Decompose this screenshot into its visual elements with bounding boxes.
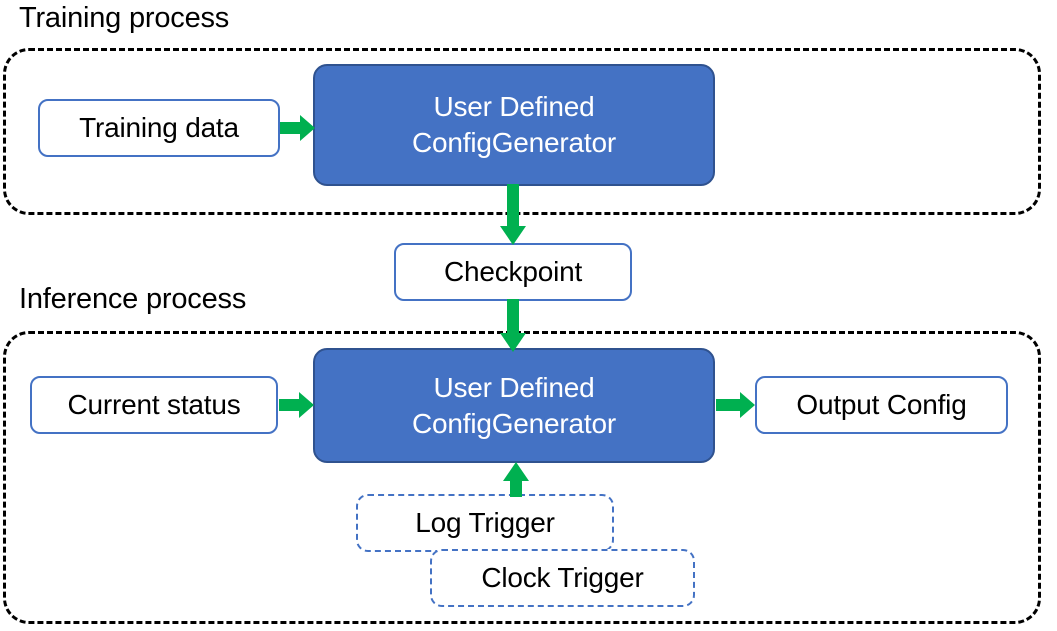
- arrow-generator-to-checkpoint-icon: [497, 184, 529, 246]
- training-config-generator-box[interactable]: User Defined ConfigGenerator: [313, 64, 715, 186]
- checkpoint-box[interactable]: Checkpoint: [394, 243, 632, 301]
- log-trigger-box[interactable]: Log Trigger: [356, 494, 614, 552]
- generator-label-line1: User Defined: [433, 371, 595, 403]
- arrow-training-data-to-generator-icon: [280, 112, 316, 144]
- current-status-box[interactable]: Current status: [30, 376, 278, 434]
- arrow-checkpoint-to-inference-generator-icon: [497, 299, 529, 353]
- inference-process-container: [3, 331, 1041, 624]
- training-data-box[interactable]: Training data: [38, 99, 280, 157]
- generator-label-line1: User Defined: [433, 91, 595, 123]
- inference-config-generator-box[interactable]: User Defined ConfigGenerator: [313, 348, 715, 463]
- output-config-box[interactable]: Output Config: [755, 376, 1008, 434]
- generator-label-line2: ConfigGenerator: [411, 127, 616, 158]
- clock-trigger-box[interactable]: Clock Trigger: [430, 549, 695, 607]
- generator-label-line2: ConfigGenerator: [411, 407, 616, 439]
- training-process-container: [3, 48, 1041, 215]
- arrow-triggers-to-generator-icon: [500, 462, 532, 498]
- arrow-generator-to-output-config-icon: [716, 389, 756, 421]
- arrow-current-status-to-generator-icon: [279, 389, 315, 421]
- inference-process-caption: Inference process: [19, 283, 247, 315]
- training-process-caption: Training process: [19, 2, 230, 34]
